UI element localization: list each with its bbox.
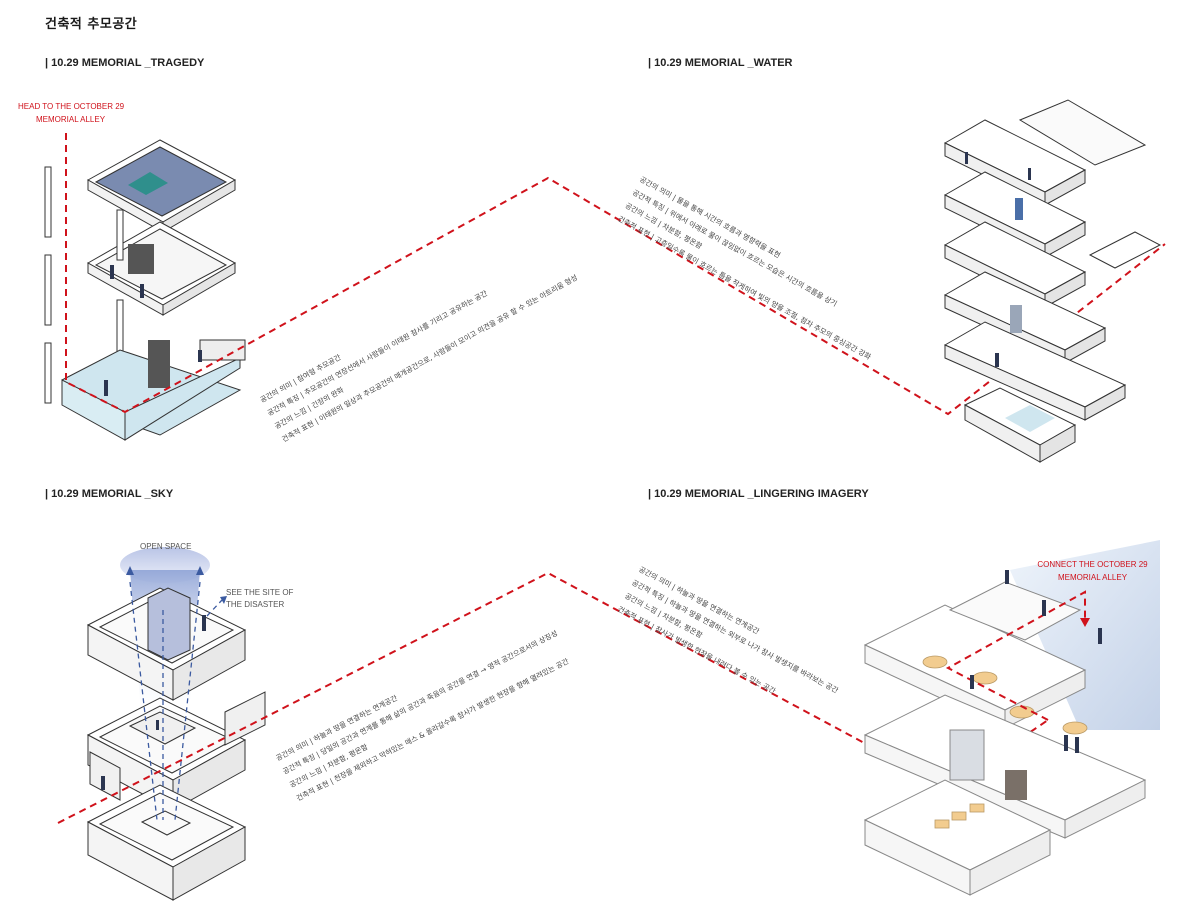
lingering-building: [863, 540, 1160, 896]
lingering-callout-line-1: CONNECT THE OCTOBER 29: [1037, 560, 1148, 569]
sky-building: [86, 547, 266, 901]
tragedy-path: [65, 133, 1166, 416]
page-title: 건축적 추모공간: [45, 17, 138, 32]
tragedy-building: [44, 139, 246, 441]
tragedy-callout-line-1: HEAD TO THE OCTOBER 29: [18, 102, 125, 111]
disaster-site-label-line-1: SEE THE SITE OF: [226, 588, 294, 597]
lingering-tables: [922, 655, 1088, 829]
lingering-callout: CONNECT THE OCTOBER 29 MEMORIAL ALLEY: [1035, 558, 1150, 584]
arrow-down-icon: [1080, 618, 1090, 627]
arrow-up-icon: [126, 566, 134, 575]
disaster-site-label: SEE THE SITE OF THE DISASTER: [226, 587, 293, 611]
disaster-site-label-line-2: THE DISASTER: [226, 600, 285, 609]
section-title-tragedy: | 10.29 MEMORIAL _TRAGEDY: [45, 57, 205, 69]
tragedy-callout-line-2: MEMORIAL ALLEY: [35, 115, 106, 124]
section-title-sky: | 10.29 MEMORIAL _SKY: [45, 488, 174, 500]
section-title-lingering: | 10.29 MEMORIAL _LINGERING IMAGERY: [648, 488, 869, 500]
lingering-callout-line-2: MEMORIAL ALLEY: [1057, 573, 1128, 582]
arrow-right-icon: [220, 596, 227, 604]
open-space-label: OPEN SPACE: [140, 542, 192, 551]
tragedy-callout: HEAD TO THE OCTOBER 29 MEMORIAL ALLEY: [18, 100, 125, 126]
sky-view-lines: [129, 581, 223, 821]
water-building: [943, 99, 1162, 463]
people-figures: [101, 152, 1102, 790]
section-title-water: | 10.29 MEMORIAL _WATER: [648, 57, 793, 69]
arrow-up-icon: [196, 566, 204, 575]
